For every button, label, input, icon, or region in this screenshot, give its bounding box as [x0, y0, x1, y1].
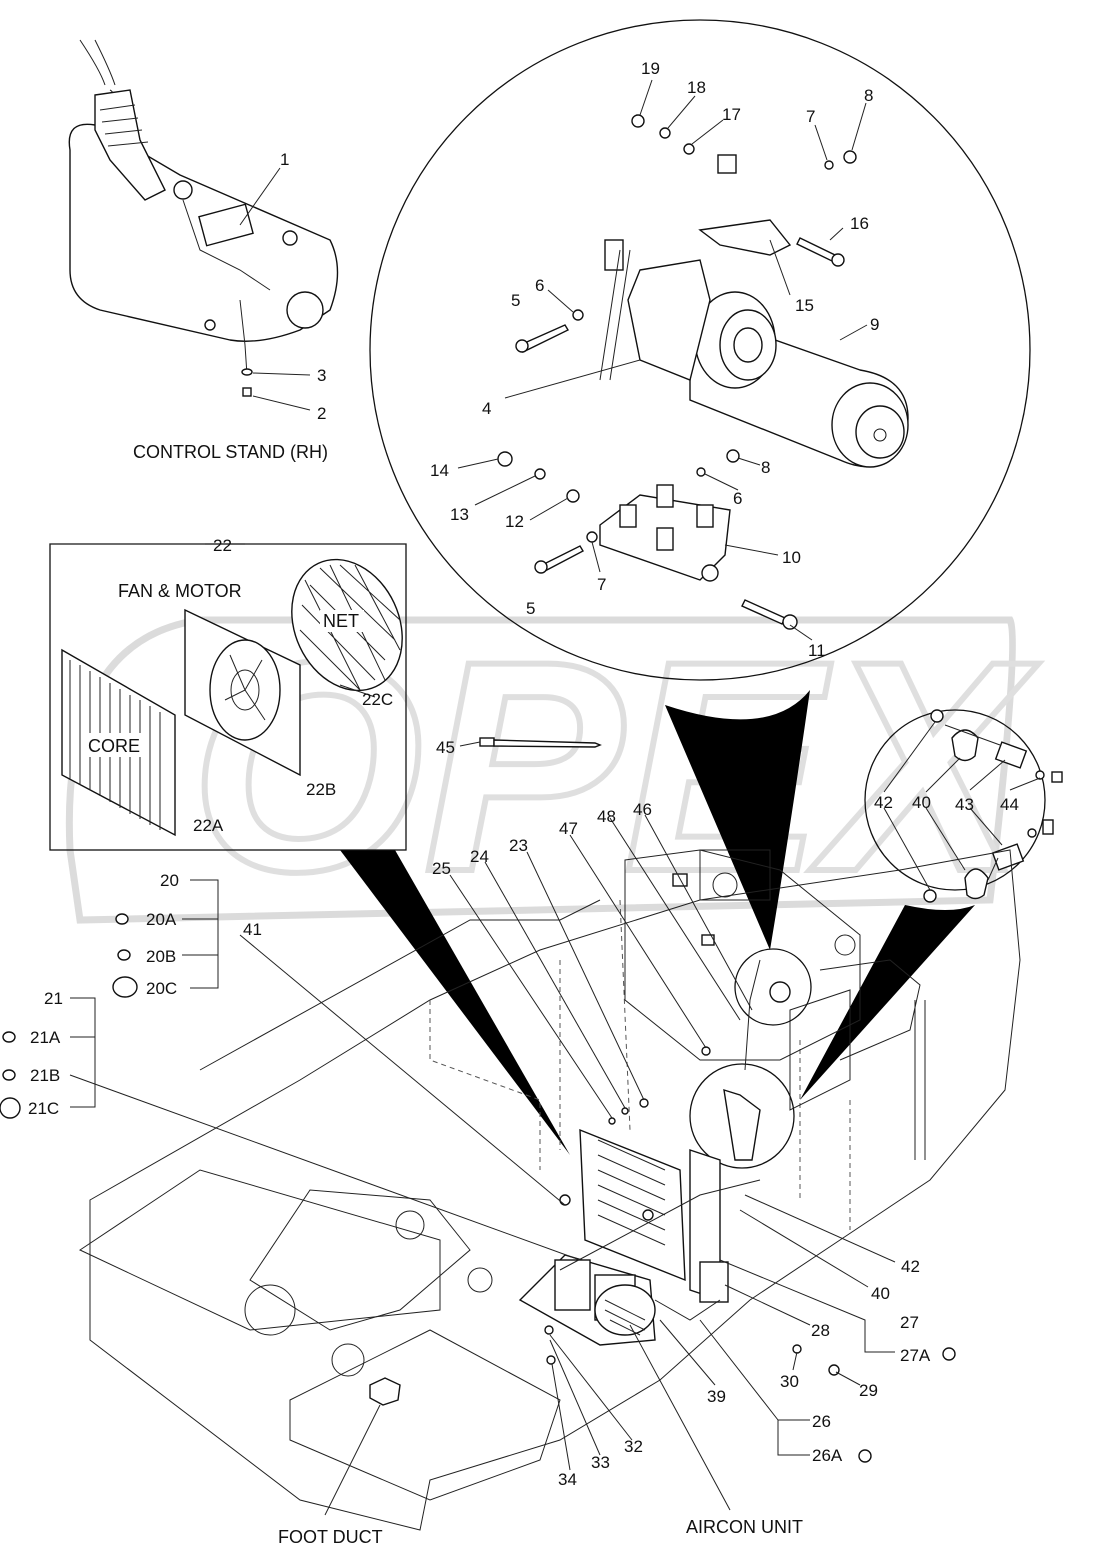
callout-7-top: 7 — [806, 107, 815, 126]
callout-10: 10 — [782, 548, 801, 567]
callout-8-mid: 8 — [761, 458, 770, 477]
net-label: NET — [323, 611, 359, 631]
callout-26: 26 — [812, 1412, 831, 1431]
callout-26a: 26A — [812, 1446, 843, 1465]
control-switch-panel — [198, 203, 254, 247]
condenser-detail-box — [49, 543, 407, 851]
callout-6-mid: 6 — [733, 489, 742, 508]
callout-8-top: 8 — [864, 86, 873, 105]
callout-32: 32 — [624, 1437, 643, 1456]
callout-22: 22 — [213, 536, 232, 555]
core-label-box — [84, 733, 148, 757]
callout-4: 4 — [482, 399, 491, 418]
callout-15: 15 — [795, 296, 814, 315]
condenser-mounted — [559, 1128, 686, 1282]
callout-9: 9 — [870, 315, 879, 334]
callout-21b: 21B — [30, 1066, 60, 1085]
callout-34: 34 — [558, 1470, 577, 1489]
callout-14: 14 — [430, 461, 449, 480]
callout-3: 3 — [317, 366, 326, 385]
callout-1: 1 — [280, 150, 289, 169]
callout-20: 20 — [160, 871, 179, 890]
callout-42-detail: 42 — [874, 793, 893, 812]
net-label-box — [320, 610, 364, 632]
callout-28: 28 — [811, 1321, 830, 1340]
fan-motor: FAN & MOTOR — [118, 581, 301, 777]
hardware-items-20-21 — [0, 913, 138, 1119]
callout-21: 21 — [44, 989, 63, 1008]
callout-20b: 20B — [146, 947, 176, 966]
compressor-leaders — [457, 79, 868, 641]
callout-13: 13 — [450, 505, 469, 524]
callout-24: 24 — [470, 847, 489, 866]
core-label: CORE — [88, 736, 140, 756]
control-stand-group — [68, 39, 339, 397]
compressor-assembly — [599, 154, 909, 468]
callout-25: 25 — [432, 859, 451, 878]
aircon-unit — [518, 1254, 656, 1346]
foot-duct-caption: FOOT DUCT — [278, 1527, 383, 1547]
aircon-unit-caption: AIRCON UNIT — [686, 1517, 803, 1537]
callout-46: 46 — [633, 800, 652, 819]
callout-22b: 22B — [306, 780, 336, 799]
bracket-detail-parts — [923, 709, 1063, 903]
fasteners — [497, 114, 857, 630]
machine-body — [78, 849, 1021, 1531]
bracket-detail-circle — [864, 709, 1046, 891]
foot-duct — [369, 1377, 401, 1406]
callout-33: 33 — [591, 1453, 610, 1472]
callout-12: 12 — [505, 512, 524, 531]
fan-motor-label: FAN & MOTOR — [118, 581, 242, 601]
callout-27: 27 — [900, 1313, 919, 1332]
callout-17: 17 — [722, 105, 741, 124]
callout-40-detail: 40 — [912, 793, 931, 812]
main-leaders — [69, 814, 896, 1516]
callout-6-top: 6 — [535, 276, 544, 295]
callout-48: 48 — [597, 807, 616, 826]
control-stand-caption: CONTROL STAND (RH) — [133, 442, 328, 462]
callout-7-mid: 7 — [597, 575, 606, 594]
pulley-detail-circle — [734, 948, 812, 1026]
callout-21a: 21A — [30, 1028, 61, 1047]
hose-detail-circle — [689, 1063, 795, 1169]
cable-tie — [479, 737, 602, 748]
callout-43: 43 — [955, 795, 974, 814]
callout-47: 47 — [559, 819, 578, 838]
callout-2: 2 — [317, 404, 326, 423]
callout-39: 39 — [707, 1387, 726, 1406]
fan-net: NET — [291, 558, 403, 692]
callout-5-mid: 5 — [526, 599, 535, 618]
callout-45: 45 — [436, 738, 455, 757]
callout-22c: 22C — [362, 690, 393, 709]
callout-42-main: 42 — [901, 1257, 920, 1276]
callout-5-top: 5 — [511, 291, 520, 310]
callout-30: 30 — [780, 1372, 799, 1391]
callout-22a: 22A — [193, 816, 224, 835]
callout-40-main: 40 — [871, 1284, 890, 1303]
callout-44: 44 — [1000, 795, 1019, 814]
condenser-core: CORE — [61, 648, 176, 837]
callout-16: 16 — [850, 214, 869, 233]
compressor-detail-wedge — [665, 690, 810, 950]
callout-29: 29 — [859, 1381, 878, 1400]
callout-21c: 21C — [28, 1099, 59, 1118]
callout-27a: 27A — [900, 1346, 931, 1365]
callout-41: 41 — [243, 920, 262, 939]
compressor-detail-circle — [369, 19, 1031, 681]
compressor-bracket — [599, 484, 731, 582]
callout-20a: 20A — [146, 910, 177, 929]
callout-18: 18 — [687, 78, 706, 97]
callout-11: 11 — [808, 641, 826, 660]
callout-20c: 20C — [146, 979, 177, 998]
callout-19: 19 — [641, 59, 660, 78]
condenser-detail-wedge — [340, 850, 570, 1155]
engine — [624, 849, 926, 1160]
bracket-detail-wedge — [800, 905, 975, 1100]
callout-23: 23 — [509, 836, 528, 855]
